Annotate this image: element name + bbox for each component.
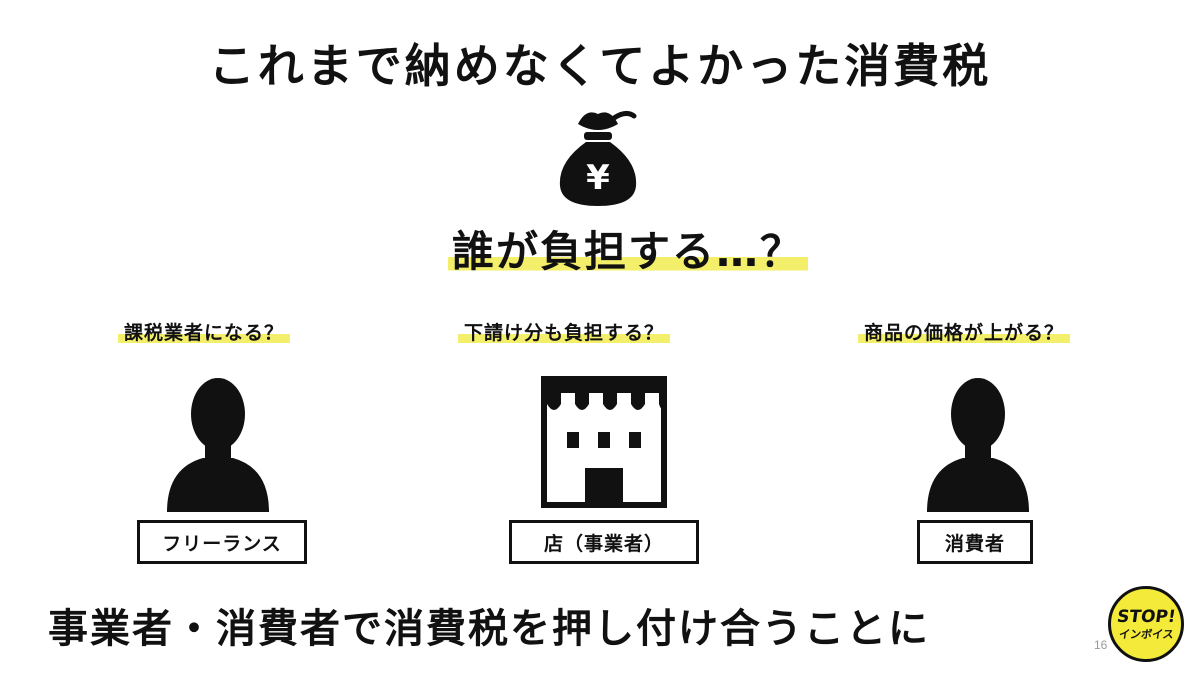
consumer-label: 消費者 (917, 520, 1033, 564)
consumer-question: 商品の価格が上がる？ (858, 318, 1071, 345)
main-question: 誰が負担する…？ (448, 218, 809, 279)
shop-question: 下請け分も負担する？ (458, 318, 671, 345)
slide-title: これまで納めなくてよかった消費税 (208, 39, 992, 93)
freelance-question: 課税業者になる？ (118, 318, 291, 345)
conclusion-text: 事業者・消費者で消費税を押し付け合うことに (48, 606, 930, 652)
shop-icon (541, 376, 667, 508)
logo-line2: インボイス (1117, 627, 1175, 641)
page-number: 16 (1094, 638, 1108, 652)
consumer-person-icon (927, 378, 1029, 512)
stop-invoice-logo: STOP! インボイス (1108, 586, 1184, 662)
yen-symbol: ¥ (586, 158, 610, 198)
shop-label: 店（事業者） (509, 520, 699, 564)
moneybag-yen-icon: ¥ (559, 110, 637, 206)
logo-line1: STOP! (1115, 606, 1177, 627)
freelance-person-icon (167, 378, 269, 512)
freelance-label: フリーランス (137, 520, 307, 564)
